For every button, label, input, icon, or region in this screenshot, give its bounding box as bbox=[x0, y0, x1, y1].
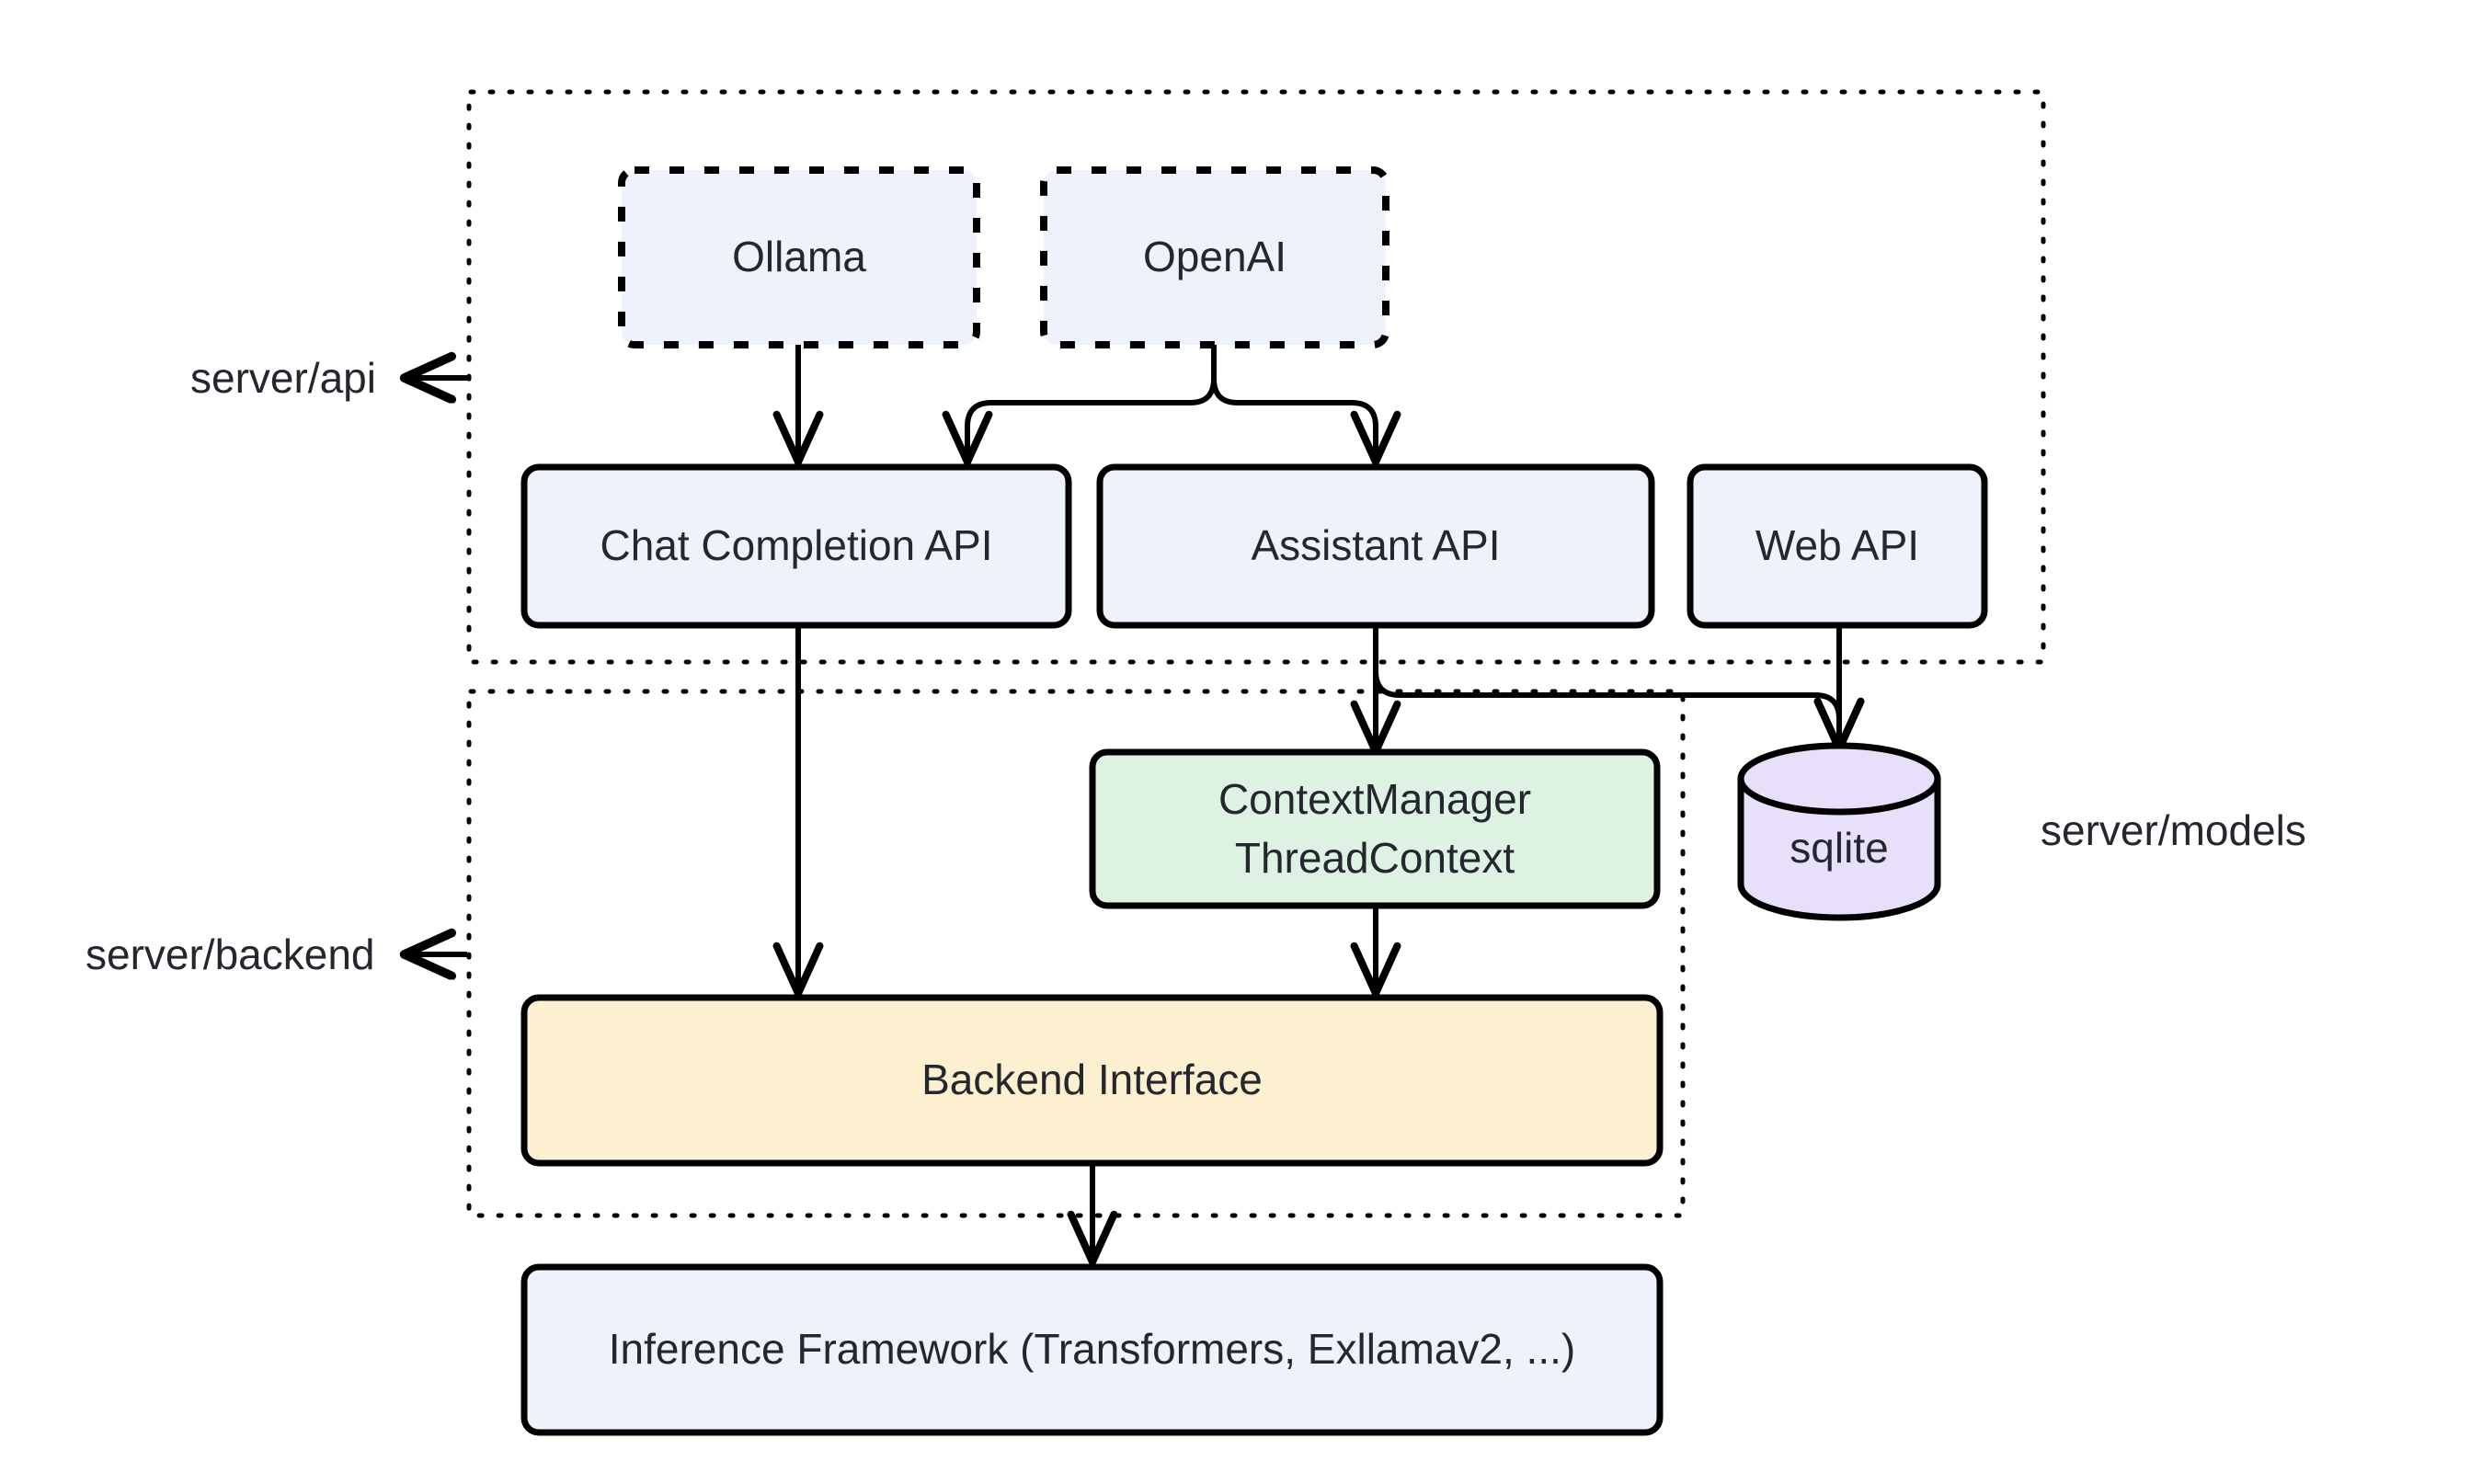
edge-assistant-api-to-sqlite bbox=[1373, 625, 1865, 753]
node-sqlite[interactable] bbox=[1737, 742, 1941, 921]
group-container-server-api bbox=[466, 89, 2046, 665]
node-ollama[interactable] bbox=[618, 166, 980, 348]
node-assistant-api[interactable] bbox=[1096, 463, 1655, 629]
group-label-server-api: server/api bbox=[190, 354, 376, 402]
group-label-server-models: server/models bbox=[2041, 806, 2306, 854]
node-context-manager[interactable] bbox=[1089, 748, 1661, 909]
node-openai[interactable] bbox=[1040, 166, 1389, 348]
group-label-server-backend: server/backend bbox=[86, 930, 375, 978]
edge-openai-to-assistant-api bbox=[1211, 345, 1401, 466]
edge-openai-to-chat-completion-api bbox=[942, 345, 1217, 466]
node-inference-framework[interactable] bbox=[520, 1263, 1664, 1436]
node-chat-completion-api[interactable] bbox=[520, 463, 1072, 629]
node-backend-interface[interactable] bbox=[520, 994, 1664, 1167]
node-web-api[interactable] bbox=[1687, 463, 1988, 629]
